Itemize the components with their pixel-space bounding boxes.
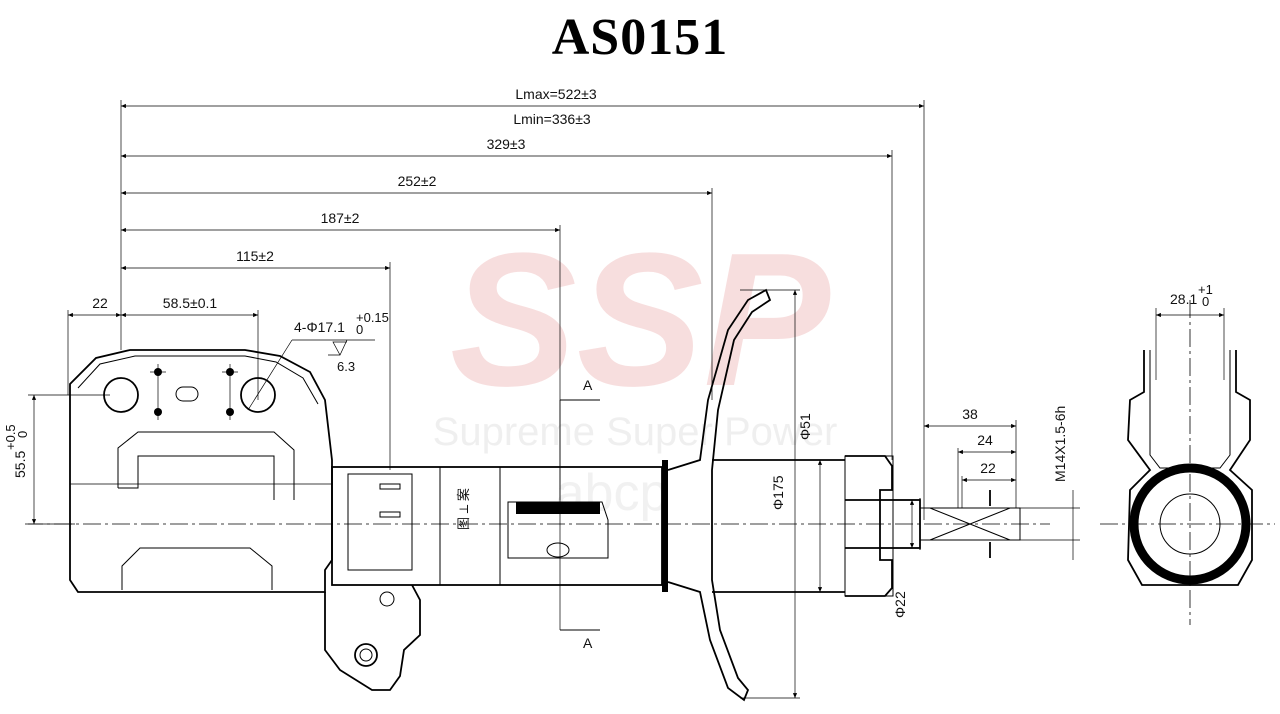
dim-38-label: 38 bbox=[962, 406, 978, 422]
phi175-label: Φ175 bbox=[770, 475, 786, 510]
dim-22b-label: 22 bbox=[980, 460, 996, 476]
dim-115-label: 115±2 bbox=[236, 248, 274, 264]
right-dimensions: Φ51 Φ175 Φ22 38 24 22 M14X1.5-6h bbox=[740, 289, 1080, 699]
dim-187-label: 187±2 bbox=[321, 210, 360, 226]
dim-28-tol-upper: +1 bbox=[1198, 282, 1213, 297]
section-a-bottom: A bbox=[583, 635, 593, 651]
dim-24-label: 24 bbox=[977, 432, 993, 448]
lmax-label: Lmax=522±3 bbox=[515, 86, 596, 102]
side-view: 28.1 +1 0 bbox=[1100, 282, 1275, 625]
phi22-label: Φ22 bbox=[892, 591, 908, 618]
watermark-logo: SSP bbox=[450, 214, 830, 426]
dim-22-label: 22 bbox=[92, 295, 108, 311]
roughness-symbol bbox=[328, 339, 348, 356]
holes-tol-lower: 0 bbox=[356, 322, 363, 337]
section-a-top: A bbox=[583, 377, 593, 393]
holes-label: 4-Φ17.1 bbox=[294, 319, 345, 335]
dim-252-label: 252±2 bbox=[398, 173, 437, 189]
svg-text:图 ⟂ 案: 图 ⟂ 案 bbox=[456, 488, 471, 530]
dim-28-tol-lower: 0 bbox=[1202, 294, 1209, 309]
roughness-label: 6.3 bbox=[337, 359, 355, 374]
strut-body: 图 ⟂ 案 A A bbox=[324, 377, 663, 691]
top-mount bbox=[844, 455, 1021, 597]
dim-58-label: 58.5±0.1 bbox=[163, 295, 218, 311]
top-dimensions: Lmax=522±3 Lmin=336±3 329±3 252±2 187±2 … bbox=[3, 86, 925, 525]
dim-28-label: 28.1 bbox=[1170, 291, 1197, 307]
dim-329-label: 329±3 bbox=[487, 136, 526, 152]
knuckle-bracket bbox=[69, 349, 333, 593]
spring-seat bbox=[662, 288, 845, 702]
phi51-label: Φ51 bbox=[797, 413, 813, 440]
holes-tol-upper: +0.15 bbox=[356, 310, 389, 325]
dim-55-tol-upper: +0.5 bbox=[3, 424, 18, 450]
dim-55-label: 55.5 bbox=[12, 451, 28, 478]
thread-label: M14X1.5-6h bbox=[1052, 406, 1068, 482]
dim-55-tol-lower: 0 bbox=[15, 431, 30, 438]
lmin-label: Lmin=336±3 bbox=[513, 111, 591, 127]
watermark-tagline: Supreme Super Power bbox=[433, 410, 838, 454]
watermark: SSP Supreme Super Power abcp bbox=[433, 214, 838, 522]
part-number-title: AS0151 bbox=[551, 9, 729, 66]
